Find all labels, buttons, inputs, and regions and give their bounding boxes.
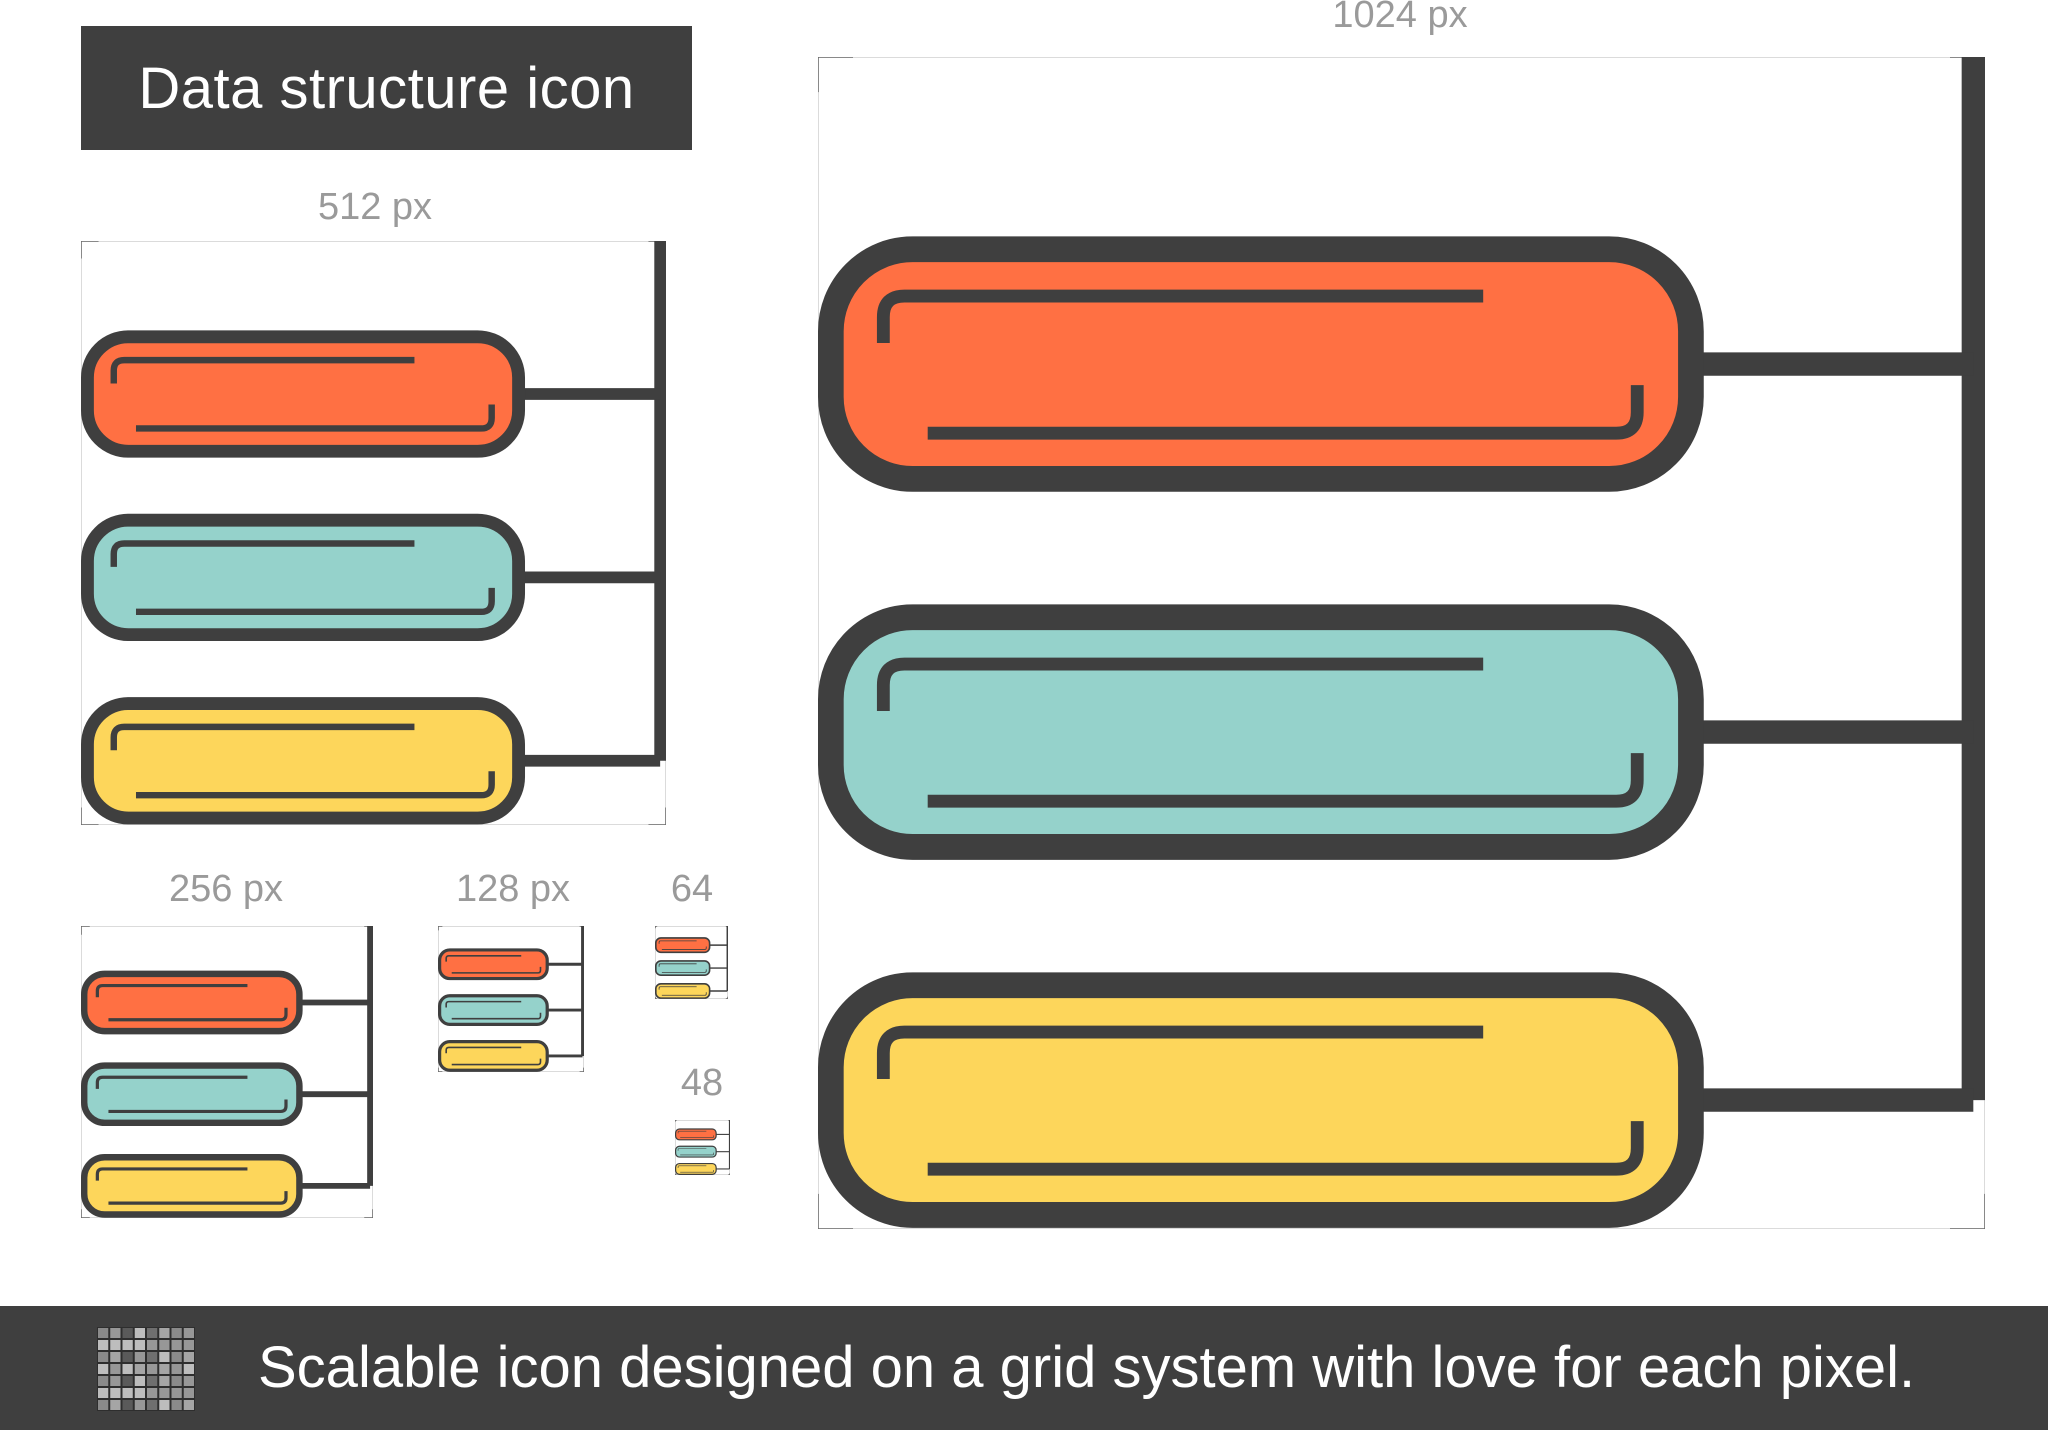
- data-structure-icon-64: [655, 926, 728, 999]
- size-label-256: 256 px: [168, 868, 284, 910]
- data-structure-icon-128: [438, 926, 584, 1072]
- footer-bar: Scalable icon designed on a grid system …: [0, 1306, 2048, 1430]
- page-title: Data structure icon: [81, 26, 692, 150]
- pixel-grid-icon: [97, 1327, 195, 1411]
- footer-tagline: Scalable icon designed on a grid system …: [258, 1335, 1916, 1400]
- data-structure-icon-512: [81, 241, 666, 825]
- size-label-512: 512 px: [317, 186, 433, 228]
- data-structure-icon-48: [675, 1120, 730, 1175]
- size-label-1024: 1024 px: [1332, 0, 1468, 36]
- data-structure-icon-1024: [818, 57, 1985, 1229]
- size-label-128: 128 px: [455, 868, 571, 910]
- data-structure-icon-256: [81, 926, 373, 1218]
- size-label-64: 64: [670, 868, 714, 910]
- size-label-48: 48: [680, 1062, 724, 1104]
